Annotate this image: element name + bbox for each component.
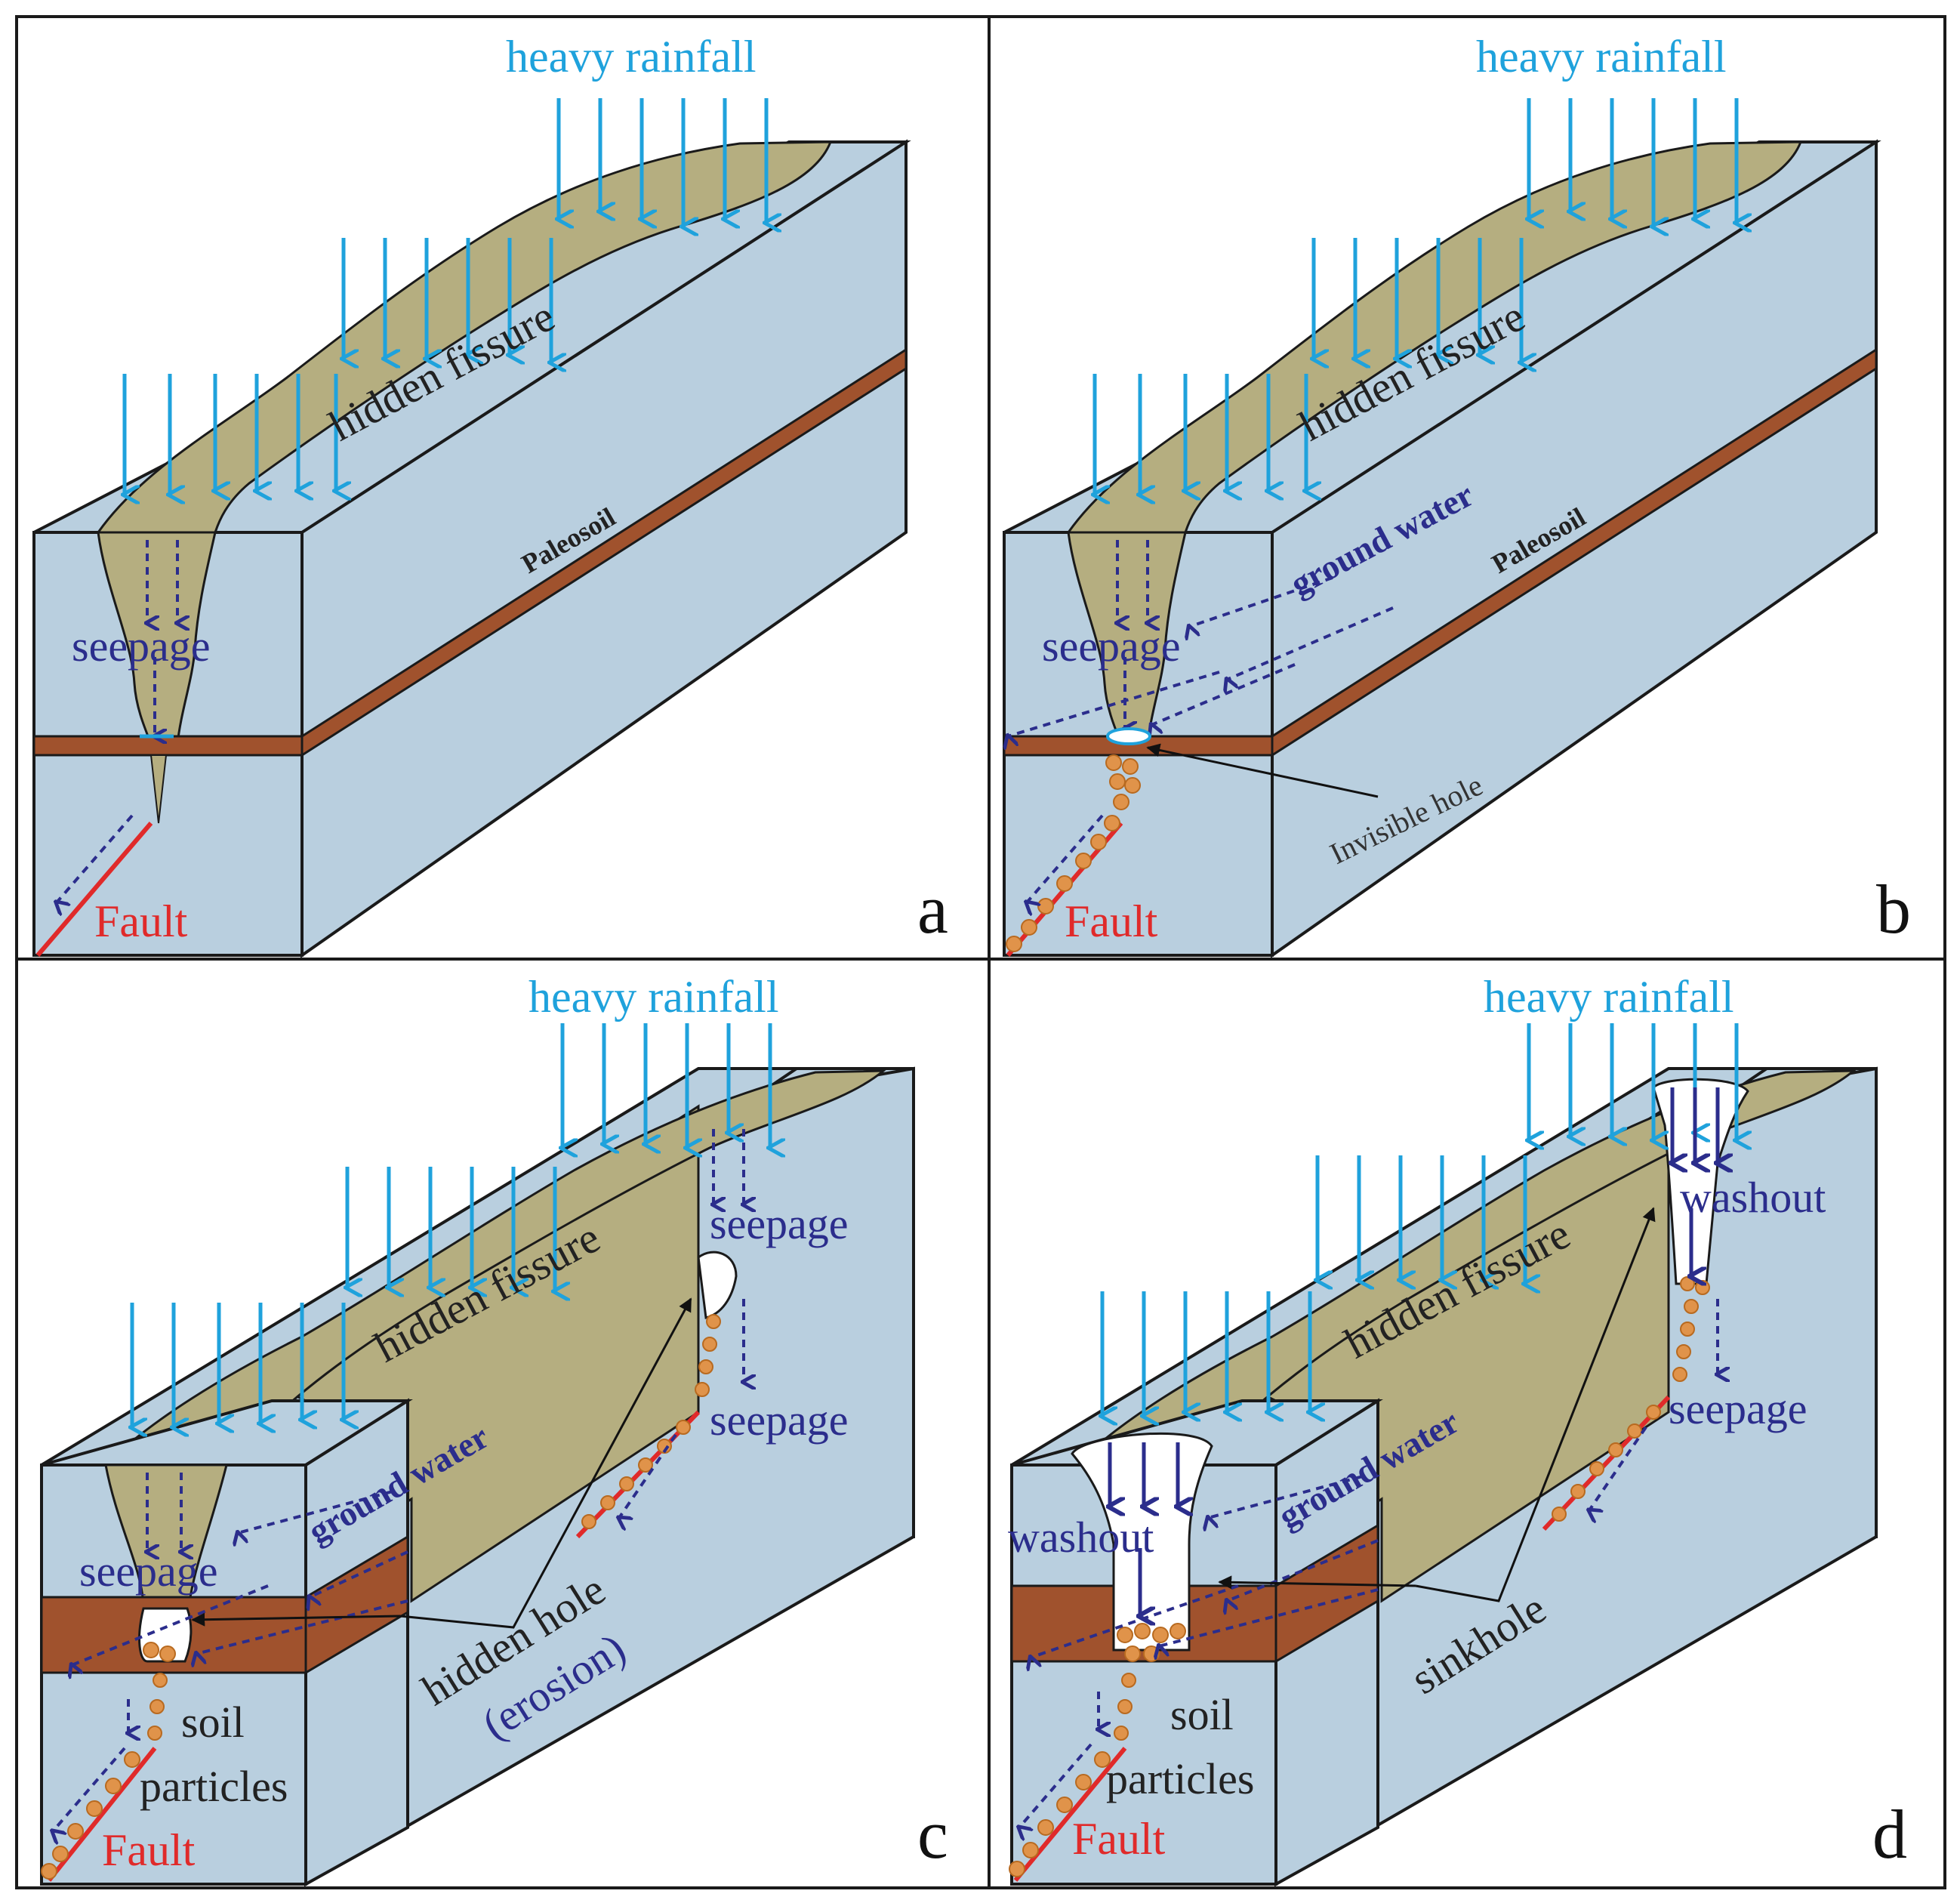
soil-particles	[1009, 1276, 1710, 1877]
rain-arrows	[1102, 1023, 1737, 1416]
sinkhole-pointers	[1218, 1207, 1656, 1602]
fault-label: Fault	[102, 1825, 196, 1875]
rain-arrows	[132, 1023, 770, 1427]
fault-line-left	[1013, 1747, 1127, 1882]
ground-water-arrows	[72, 1490, 408, 1665]
right-cavity	[697, 1251, 738, 1319]
figure-frame	[15, 15, 1946, 1889]
fault-label: Fault	[1072, 1814, 1166, 1864]
panel-c: heavy rainfall hidden fissure ground wat…	[40, 972, 948, 1887]
fault-line-right	[575, 1410, 701, 1539]
washout-column-right	[1652, 1078, 1749, 1285]
rainfall-label: heavy rainfall	[1476, 32, 1727, 82]
rainfall-label: heavy rainfall	[506, 32, 757, 82]
particles-label: particles	[140, 1762, 288, 1811]
panel-b: heavy rainfall hidden fissure ground wat…	[1004, 32, 1911, 957]
ground-water-arrows	[1008, 576, 1394, 736]
panel-letter-b: b	[1876, 871, 1911, 948]
seepage-label: seepage	[1042, 621, 1181, 671]
panel-a: heavy rainfall hidden fissure Paleosoil …	[32, 32, 948, 957]
seepage-label: seepage	[1669, 1384, 1807, 1433]
fault-label: Fault	[1065, 896, 1158, 946]
rain-arrows	[1095, 98, 1737, 495]
panel-d: heavy rainfall hidden fissure ground wat…	[1008, 972, 1907, 1887]
particles-label: particles	[1106, 1754, 1254, 1803]
rain-arrows	[125, 98, 766, 495]
seepage-arrows	[1027, 540, 1148, 902]
seepage-label-right-top: seepage	[710, 1199, 849, 1248]
panel-letter-a: a	[917, 871, 948, 948]
ground-water-arrows	[1031, 1475, 1379, 1658]
washout-label-right: washout	[1680, 1173, 1826, 1222]
washout-arrows	[1110, 1087, 1718, 1616]
fault-line	[35, 822, 153, 957]
invisible-hole-pointer	[1146, 743, 1379, 798]
fault-label: Fault	[94, 896, 188, 946]
soil-label: soil	[181, 1698, 245, 1747]
invisible-hole	[1106, 727, 1151, 745]
panel-letter-c: c	[917, 1796, 948, 1873]
panel-letter-d: d	[1872, 1796, 1907, 1873]
seepage-label: seepage	[72, 621, 211, 671]
hidden-hole-pointers	[191, 1297, 692, 1629]
seepage-label-left: seepage	[79, 1547, 218, 1596]
seepage-arrows	[57, 540, 177, 902]
soil-label: soil	[1170, 1690, 1234, 1739]
soil-particles	[41, 1314, 721, 1880]
seepage-arrows	[1019, 1299, 1718, 1827]
soil-particles	[1006, 754, 1141, 952]
washout-label-left: washout	[1008, 1513, 1154, 1562]
rainfall-label: heavy rainfall	[1484, 972, 1734, 1022]
fault-line-right	[1542, 1395, 1671, 1531]
seepage-arrows	[53, 1129, 744, 1831]
seepage-label-right-bottom: seepage	[710, 1396, 849, 1445]
rainfall-label: heavy rainfall	[529, 972, 779, 1022]
fissure-tip	[149, 754, 168, 824]
